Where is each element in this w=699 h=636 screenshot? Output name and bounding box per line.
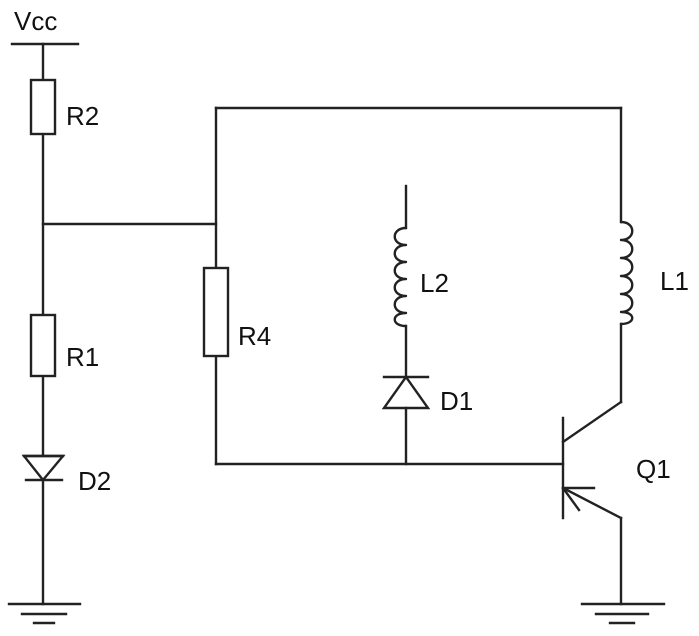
r4-label: R4 (238, 321, 271, 351)
r1-label: R1 (66, 342, 99, 372)
r1-body (29, 313, 57, 378)
resistor-r1: R1 (29, 313, 99, 378)
ground-left (7, 602, 82, 625)
d2-label: D2 (78, 466, 111, 496)
r4-branch-wires (214, 106, 623, 466)
q1-emitter-lead (561, 486, 623, 520)
r4-body (202, 266, 230, 358)
q1-emitter-arrow-a (561, 486, 581, 512)
diode-d2: D2 (21, 454, 111, 496)
resistor-r4: R4 (202, 266, 271, 358)
d2-triangle (21, 454, 66, 482)
d1-triangle (381, 374, 431, 410)
resistor-r2: R2 (29, 78, 99, 136)
ground-right (580, 602, 666, 625)
vcc-label: Vcc (14, 6, 57, 36)
d1-label: D1 (440, 386, 473, 416)
transistor-q1: Q1 (561, 400, 671, 606)
l1-label: L1 (660, 266, 689, 296)
left-branch-wires (41, 42, 218, 606)
l2-coil (393, 226, 408, 328)
r2-label: R2 (66, 101, 99, 131)
q1-label: Q1 (636, 454, 671, 484)
l2-label: L2 (420, 268, 449, 298)
l2-d1-branch: L2 D1 (381, 184, 473, 466)
q1-collector-lead (561, 400, 623, 444)
l1-coil (619, 220, 634, 326)
r2-body (29, 78, 57, 136)
vcc-supply: Vcc (10, 6, 80, 46)
l1-branch: L1 (619, 106, 689, 404)
